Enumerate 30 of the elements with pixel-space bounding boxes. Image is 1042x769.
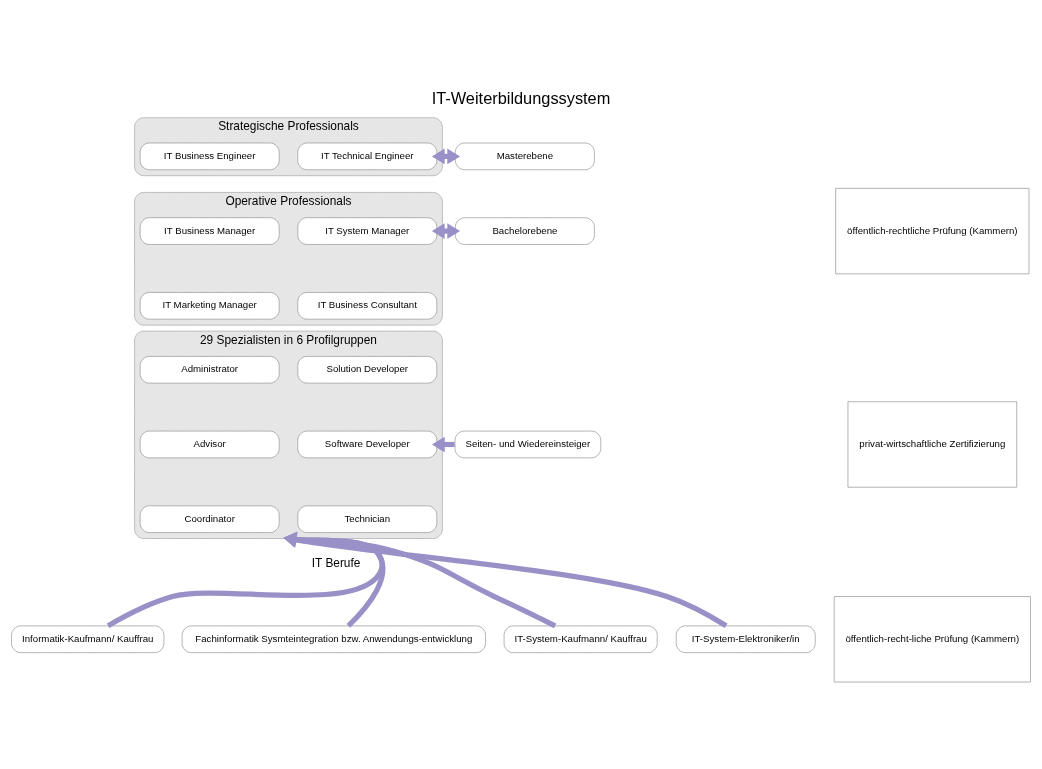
node-box: Fachinformatik Sysmteintegration bzw. Anwendungs-entwicklung: [181, 625, 486, 653]
node-box: IT Business Manager: [139, 216, 280, 245]
arrow: [106, 531, 385, 628]
node-box: IT-System-Elektroniker/in: [675, 625, 816, 653]
node-box: IT System Manager: [297, 216, 438, 245]
node-box: Software Developer: [297, 430, 438, 458]
arrow: [283, 531, 557, 628]
arrow: [283, 531, 728, 628]
node-box: IT Marketing Manager: [139, 291, 280, 320]
label: IT Berufe: [311, 555, 361, 570]
node-box: Administrator: [139, 355, 280, 383]
node-box: Informatik-Kaufmann/ Kauffrau: [11, 625, 165, 653]
node-box: Advisor: [139, 430, 280, 458]
node-box: IT-System-Kaufmann/ Kauffrau: [503, 625, 658, 653]
node-box: Masterebene: [455, 142, 595, 170]
node-box: privat-wirtschaftliche Zertifizierung: [847, 400, 1018, 488]
node-box: Bachelorebene: [455, 216, 595, 245]
node-box: Solution Developer: [297, 355, 438, 383]
node-box: IT Technical Engineer: [297, 142, 438, 170]
node-box: Seiten- und Wiedereinsteiger: [454, 430, 602, 458]
arrow: [431, 148, 461, 164]
node-box: öffentlich-recht-liche Prüfung (Kammern): [833, 595, 1031, 682]
node-box: öffentlich-rechtliche Prüfung (Kammern): [835, 187, 1030, 274]
node-box: IT Business Consultant: [297, 291, 438, 320]
diagram-title: IT-Weiterbildungssystem: [431, 88, 611, 107]
node-box: Technician: [297, 504, 438, 533]
arrow: [283, 531, 386, 628]
node-box: IT Business Engineer: [139, 142, 280, 170]
arrow: [431, 222, 461, 239]
node-box: Coordinator: [139, 504, 280, 533]
